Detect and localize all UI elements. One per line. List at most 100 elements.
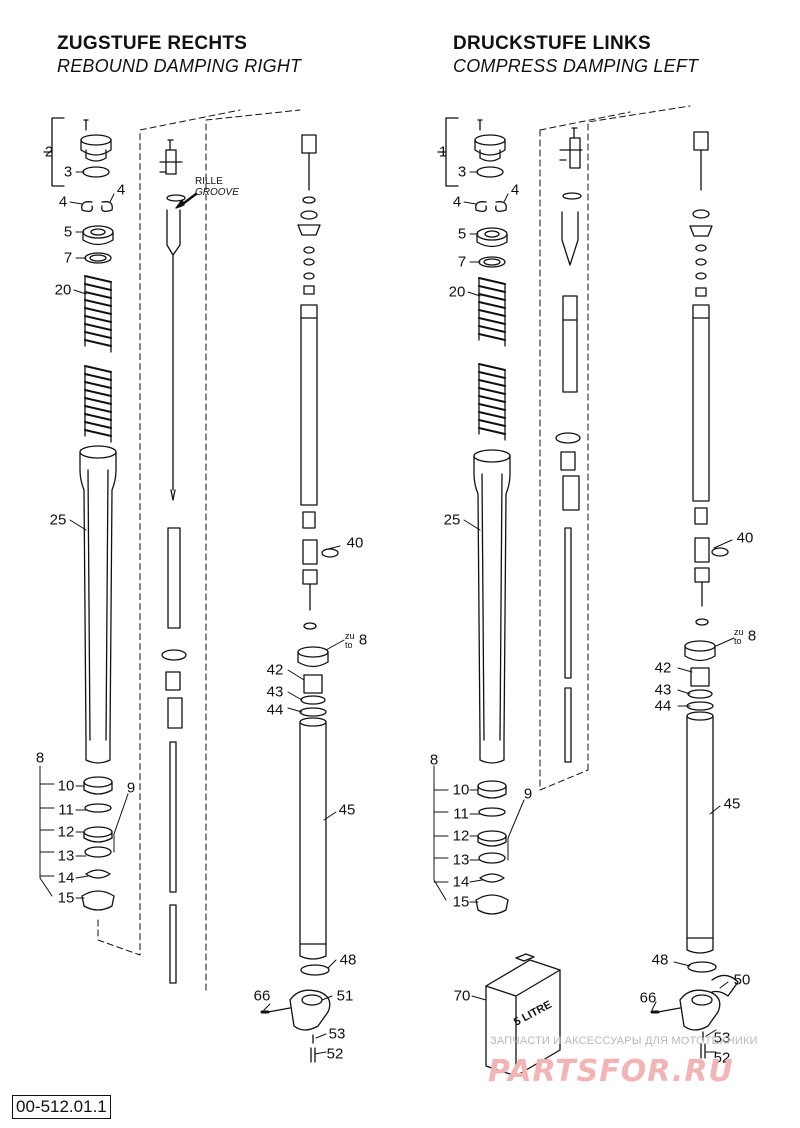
- part-label-4b: 4: [510, 181, 520, 199]
- screw-cap: [474, 119, 506, 162]
- part-label-13: 13: [452, 851, 470, 869]
- right-heading-de: DRUCKSTUFE LINKS: [453, 33, 651, 54]
- part-label-42: 42: [654, 659, 672, 677]
- half-ring: [475, 201, 487, 212]
- part-label-8-top: 8: [358, 631, 368, 649]
- part-label-70: 70: [453, 987, 471, 1005]
- part-label-3: 3: [457, 163, 467, 181]
- part-label-66: 66: [253, 987, 271, 1005]
- half-ring: [81, 201, 93, 212]
- part-label-1: 1: [438, 143, 448, 161]
- part-label-7: 7: [457, 253, 467, 271]
- part-label-43: 43: [266, 683, 284, 701]
- right-assembly: [437, 105, 739, 1077]
- support-ring: [478, 256, 506, 268]
- part-label-48: 48: [339, 951, 357, 969]
- o-ring: [476, 166, 504, 178]
- groove-label-en: GROOVE: [195, 187, 239, 198]
- part-label-10: 10: [452, 781, 470, 799]
- part-label-9: 9: [523, 785, 533, 803]
- bolt-52: [310, 1034, 316, 1063]
- o-ring-48: [300, 964, 330, 976]
- axle-clamp: [650, 974, 739, 1031]
- part-label-3: 3: [63, 163, 73, 181]
- part-label-12: 12: [57, 823, 75, 841]
- half-ring: [101, 201, 113, 212]
- damper-rod: [159, 139, 187, 984]
- part-label-45: 45: [723, 795, 741, 813]
- part-label-50: 50: [733, 971, 751, 989]
- part-label-12: 12: [452, 827, 470, 845]
- watermark-logo: PARTSFOR.RU: [488, 1054, 734, 1089]
- part-label-53: 53: [328, 1025, 346, 1043]
- damping-cartridge: [297, 134, 339, 630]
- valve-body: [690, 667, 710, 687]
- spring: [478, 277, 506, 435]
- groove-label-de: RILLE: [195, 176, 223, 187]
- leader-lines-left: [39, 171, 345, 1055]
- part-label-11: 11: [453, 805, 469, 823]
- part-label-40: 40: [736, 529, 754, 547]
- seal-stack: [81, 776, 115, 911]
- axle-clamp: [260, 989, 331, 1031]
- part-label-5: 5: [63, 223, 73, 241]
- part-label-52: 52: [326, 1045, 344, 1063]
- left-assembly: [43, 109, 339, 1063]
- zu-label: zu: [734, 627, 744, 637]
- inner-tube: [299, 717, 327, 960]
- part-label-44: 44: [266, 701, 284, 719]
- part-label-2: 2: [44, 143, 54, 161]
- top-nut: [297, 646, 329, 668]
- part-label-8: 8: [35, 749, 45, 767]
- part-label-4a: 4: [452, 193, 462, 211]
- spring: [84, 275, 112, 437]
- part-label-48: 48: [651, 951, 669, 969]
- to-label: to: [345, 640, 353, 650]
- o-ring-48: [687, 961, 717, 973]
- top-nut: [684, 640, 716, 662]
- bolt-52: [700, 1031, 706, 1059]
- valve-body: [303, 674, 323, 694]
- part-label-14: 14: [452, 873, 470, 891]
- oil-can: [485, 953, 561, 1077]
- inner-tube: [686, 711, 714, 954]
- part-label-15: 15: [452, 893, 470, 911]
- washer: [476, 227, 508, 248]
- outer-tube: [79, 445, 117, 764]
- left-heading-en: REBOUND DAMPING RIGHT: [57, 56, 302, 76]
- part-label-8-top: 8: [747, 627, 757, 645]
- part-label-52: 52: [713, 1049, 731, 1067]
- seal-stack: [475, 780, 509, 915]
- part-label-66: 66: [639, 989, 657, 1007]
- part-label-40: 40: [346, 534, 364, 552]
- part-label-11: 11: [58, 801, 74, 819]
- to-label: to: [734, 636, 742, 646]
- part-label-44: 44: [654, 697, 672, 715]
- part-label-43: 43: [654, 681, 672, 699]
- part-label-53: 53: [713, 1029, 731, 1047]
- right-heading-en: COMPRESS DAMPING LEFT: [453, 56, 699, 76]
- damping-cartridge: [689, 131, 729, 626]
- part-label-45: 45: [338, 801, 356, 819]
- part-label-10: 10: [57, 777, 75, 795]
- part-label-5: 5: [457, 225, 467, 243]
- part-label-13: 13: [57, 847, 75, 865]
- part-label-15: 15: [57, 889, 75, 907]
- part-label-4a: 4: [58, 193, 68, 211]
- part-label-20: 20: [448, 283, 466, 301]
- part-label-4b: 4: [116, 181, 126, 199]
- support-ring: [84, 252, 112, 264]
- document-number: 00-512.01.1: [12, 1095, 111, 1119]
- part-label-8: 8: [429, 751, 439, 769]
- part-label-9: 9: [126, 779, 136, 797]
- part-label-42: 42: [266, 661, 284, 679]
- leader-lines-right: [433, 171, 735, 1053]
- compression-rod: [555, 127, 583, 763]
- part-label-25: 25: [49, 511, 67, 529]
- outer-tube: [473, 449, 511, 764]
- zu-label: zu: [345, 631, 355, 641]
- part-label-14: 14: [57, 869, 75, 887]
- part-label-51: 51: [336, 987, 354, 1005]
- part-label-25: 25: [443, 511, 461, 529]
